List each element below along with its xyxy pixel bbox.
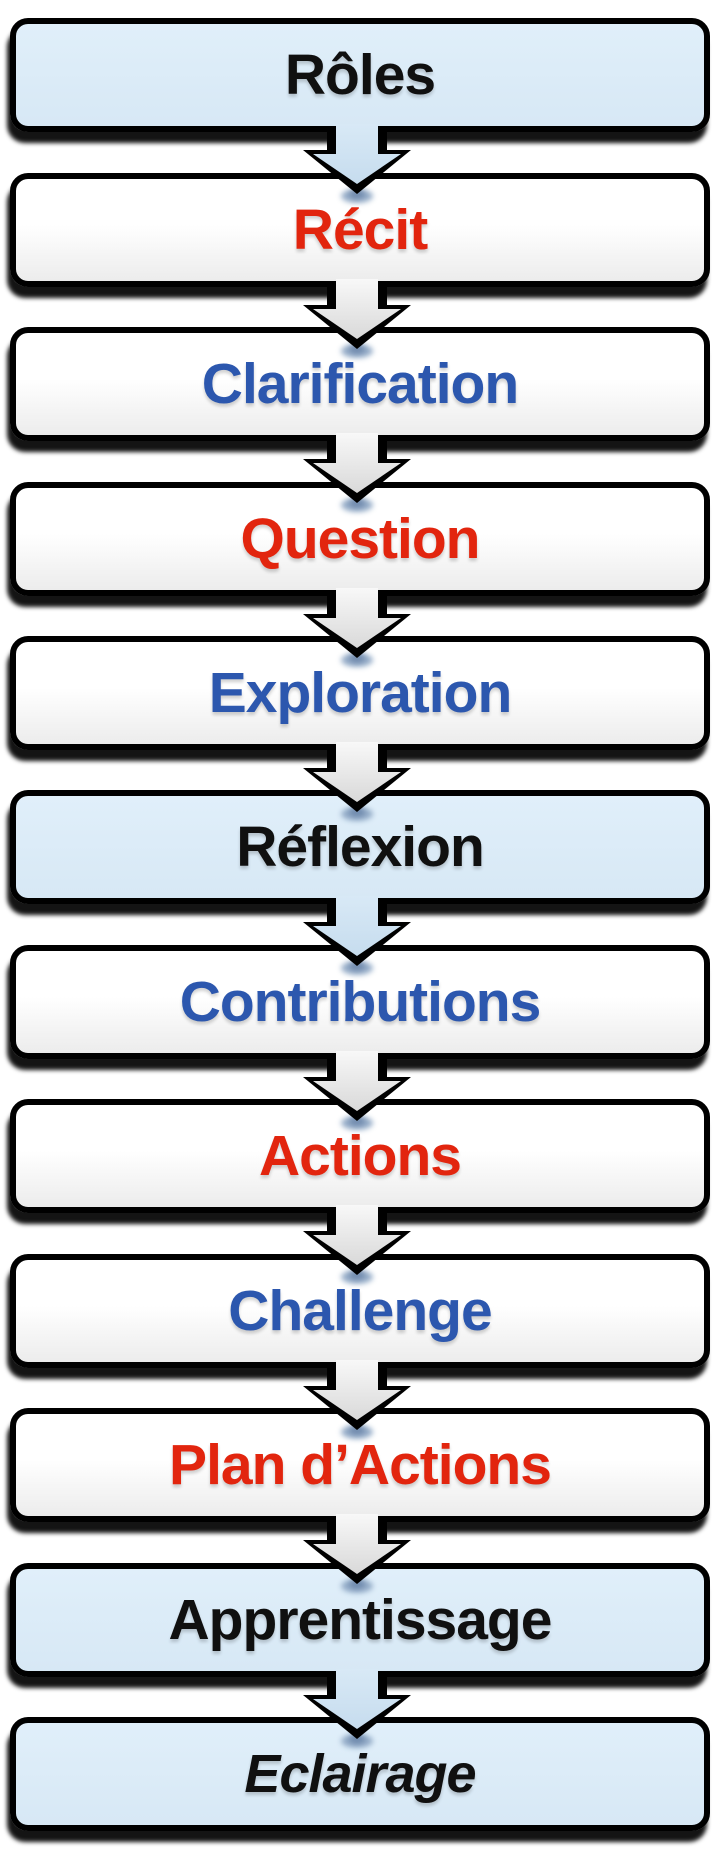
down-arrow-icon — [303, 1514, 411, 1593]
step-label-reflexion: Réflexion — [236, 814, 485, 879]
step-box-roles: Rôles — [10, 18, 710, 132]
step-box-question: Question — [10, 482, 710, 596]
step-label-roles: Rôles — [284, 42, 436, 107]
down-arrow-icon — [303, 1051, 411, 1130]
step-label-question: Question — [240, 506, 480, 571]
step-label-contributions: Contributions — [179, 969, 542, 1034]
down-arrow-icon — [303, 742, 411, 821]
step-label-challenge: Challenge — [228, 1278, 492, 1343]
down-arrow-icon — [303, 588, 411, 667]
down-arrow-icon — [303, 1205, 411, 1284]
step-label-plan-dactions: Plan d’Actions — [169, 1432, 552, 1497]
step-label-eclairage: Eclairage — [244, 1744, 476, 1804]
down-arrow-icon — [303, 1669, 411, 1748]
down-arrow-icon — [303, 279, 411, 358]
down-arrow-icon — [303, 1360, 411, 1439]
step-label-actions: Actions — [258, 1123, 462, 1188]
down-arrow-icon — [303, 433, 411, 512]
step-label-apprentissage: Apprentissage — [168, 1587, 553, 1652]
down-arrow-icon — [303, 896, 411, 975]
step-label-exploration: Exploration — [208, 660, 513, 725]
down-arrow-icon — [303, 124, 411, 203]
step-box-apprentissage: Apprentissage — [10, 1563, 710, 1677]
step-label-clarification: Clarification — [201, 351, 519, 416]
step-label-recit: Récit — [292, 197, 428, 262]
